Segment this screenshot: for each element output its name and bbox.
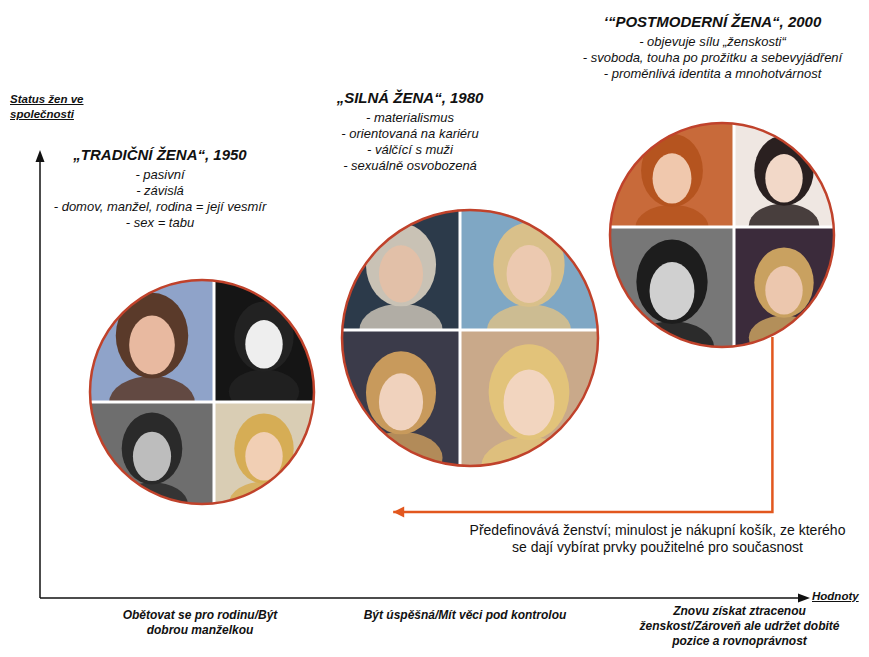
era-trait: - sexuálně osvobozená — [300, 158, 520, 174]
photo-collage — [610, 123, 834, 374]
photo — [214, 402, 314, 504]
photo-face — [379, 373, 423, 430]
era-group: ‘“POSTMODERNÍ ŽENA“, 2000 - objevuje sílu… — [575, 12, 855, 351]
photo-hair — [234, 413, 293, 483]
era-circle — [342, 210, 598, 466]
photo-face — [129, 316, 175, 375]
photo-face — [507, 245, 552, 303]
photo-shoulders — [749, 316, 819, 360]
photo-divider — [610, 226, 834, 229]
photo-face — [653, 153, 692, 203]
era-trait: - orientovaná na kariéru — [300, 126, 520, 142]
era-trait: - domov, manžel, rodina = její vesmír — [45, 199, 275, 215]
era-group: „SILNÁ ŽENA“, 1980 - materialismus- orien… — [300, 88, 600, 470]
x-axis-head — [798, 594, 810, 603]
photo-face — [245, 432, 282, 480]
photo-hair — [122, 413, 183, 485]
photo-hair — [234, 301, 293, 371]
era-trait: - závislá — [45, 183, 275, 199]
photo-face — [379, 245, 423, 302]
photo-hair — [366, 223, 436, 306]
edge-label: Předefinovává ženství; minulost je nákup… — [465, 522, 850, 556]
photo-divider — [459, 210, 462, 466]
photo-hair — [489, 344, 570, 440]
photo-circle — [87, 277, 317, 507]
photo-hair — [366, 351, 436, 434]
photo-face — [504, 370, 555, 436]
photo-shoulders — [116, 482, 188, 527]
era-circle — [90, 280, 314, 504]
axis-value-note: Obětovat se pro rodinu/Být dobrou manžel… — [110, 608, 290, 638]
era-trait: - materialismus — [300, 110, 520, 126]
photo-divider — [733, 123, 736, 347]
photo-hair — [754, 135, 813, 205]
photo-divider — [213, 280, 216, 504]
photo-circle — [339, 207, 601, 469]
photo-shoulders — [481, 437, 577, 497]
axis-title: Status žen ve společnosti — [10, 92, 110, 122]
era-group: „TRADIČNÍ ŽENA“, 1950- pasivní- závislá-… — [45, 145, 335, 508]
arrow-head — [393, 507, 404, 518]
photo-face — [133, 432, 171, 481]
photo-shoulders — [359, 432, 442, 484]
photo-hair — [754, 247, 813, 317]
era-trait: - objevuje sílu „ženskosti“ — [575, 34, 850, 50]
era-trait: - sex = tabu — [45, 215, 275, 231]
axis-value-note: Být úspěšná/Mít věci pod kontrolou — [360, 608, 570, 623]
y-axis-head — [36, 150, 45, 162]
era-text: ‘“POSTMODERNÍ ŽENA“, 2000 - objevuje sílu… — [575, 12, 850, 82]
photo-shoulders — [630, 321, 714, 374]
era-trait: - pasivní — [45, 167, 275, 183]
era-text: „TRADIČNÍ ŽENA“, 1950- pasivní- závislá-… — [45, 145, 275, 231]
photo-face — [765, 154, 802, 202]
era-trait: - válčící s muži — [300, 142, 520, 158]
photo-divider — [342, 329, 598, 332]
photo-divider — [90, 401, 314, 404]
photo-hair — [493, 222, 564, 306]
axis-title: Hodnoty — [812, 589, 868, 604]
era-circle — [610, 123, 834, 347]
era-heading: ‘“POSTMODERNÍ ŽENA“, 2000 — [575, 12, 850, 31]
photo-face — [765, 266, 802, 314]
x-axis — [40, 597, 800, 599]
photo-hair — [116, 293, 188, 379]
y-axis — [39, 160, 41, 598]
photo-hair — [641, 134, 703, 207]
photo-circle — [607, 120, 837, 350]
photo-face — [650, 262, 695, 320]
era-trait: - proměnlivá identita a mnohotvárnost — [575, 66, 850, 82]
era-text: „SILNÁ ŽENA“, 1980 - materialismus- orien… — [300, 88, 520, 174]
era-heading: „SILNÁ ŽENA“, 1980 — [300, 88, 520, 107]
photo-shoulders — [229, 482, 299, 526]
axis-value-note: Znovu získat ztracenou ženskost/Zároveň … — [622, 604, 857, 649]
era-trait: - svoboda, touha po prožitku a sebevyjád… — [575, 50, 850, 66]
photo-face — [245, 320, 282, 368]
era-heading: „TRADIČNÍ ŽENA“, 1950 — [45, 145, 275, 164]
photo-collage — [342, 210, 598, 497]
photo-collage — [90, 280, 314, 527]
photo-hair — [636, 239, 707, 323]
